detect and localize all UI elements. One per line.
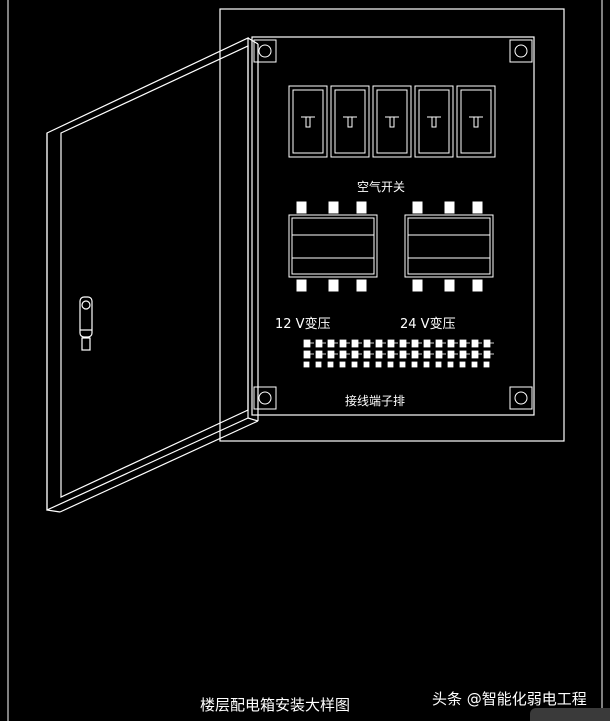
cabinet-enclosure bbox=[219, 8, 565, 442]
terminal-screw bbox=[327, 361, 334, 368]
terminal bbox=[483, 350, 494, 359]
transformer-pin bbox=[444, 201, 455, 214]
terminal-screw bbox=[435, 361, 442, 368]
air-breakers bbox=[288, 85, 496, 158]
terminal bbox=[435, 350, 446, 359]
terminal bbox=[363, 350, 374, 359]
terminal-block bbox=[303, 339, 494, 368]
terminal bbox=[471, 339, 482, 348]
terminal bbox=[327, 350, 338, 359]
terminal-screw bbox=[447, 361, 454, 368]
terminal bbox=[459, 339, 470, 348]
mounting-holes bbox=[253, 39, 533, 410]
transformer-pin bbox=[472, 201, 483, 214]
terminal bbox=[327, 339, 338, 348]
terminal-screw bbox=[303, 361, 310, 368]
terminal-screw bbox=[471, 361, 478, 368]
drawing-frame bbox=[7, 0, 603, 721]
terminal bbox=[447, 339, 458, 348]
terminal-screw bbox=[483, 361, 490, 368]
transformer-pin bbox=[328, 201, 339, 214]
terminal bbox=[351, 339, 362, 348]
air-breaker bbox=[372, 85, 412, 158]
transformer-pin bbox=[472, 279, 483, 292]
transformer-pin bbox=[412, 201, 423, 214]
terminal-screw bbox=[351, 361, 358, 368]
terminal-screw bbox=[423, 361, 430, 368]
terminal bbox=[411, 339, 422, 348]
door-lock-icon bbox=[79, 296, 93, 351]
terminal bbox=[303, 350, 314, 359]
breaker-label: 空气开关 bbox=[357, 180, 406, 194]
terminal bbox=[315, 350, 326, 359]
terminal-screw bbox=[339, 361, 346, 368]
mounting-panel bbox=[251, 36, 535, 416]
air-breaker bbox=[456, 85, 496, 158]
terminal-screw bbox=[315, 361, 322, 368]
terminal bbox=[435, 339, 446, 348]
drawing-title: 楼层配电箱安装大样图 bbox=[200, 696, 351, 714]
terminal bbox=[387, 350, 398, 359]
terminal-label: 接线端子排 bbox=[345, 394, 406, 408]
terminal-screw bbox=[387, 361, 394, 368]
terminal bbox=[399, 350, 410, 359]
terminal bbox=[351, 350, 362, 359]
terminal-screw bbox=[459, 361, 466, 368]
terminal bbox=[339, 350, 350, 359]
terminal-screw bbox=[411, 361, 418, 368]
transformer-pin bbox=[444, 279, 455, 292]
terminal-screw bbox=[399, 361, 406, 368]
transformer-12v bbox=[288, 201, 378, 292]
transformer-pin bbox=[356, 201, 367, 214]
terminal-screw bbox=[375, 361, 382, 368]
mounting-hole-top-left bbox=[253, 39, 277, 63]
transformer-pin bbox=[296, 279, 307, 292]
terminal bbox=[303, 339, 314, 348]
mounting-hole-top-right bbox=[509, 39, 533, 63]
terminal bbox=[387, 339, 398, 348]
terminal bbox=[423, 339, 434, 348]
transformer-pin bbox=[296, 201, 307, 214]
terminal bbox=[363, 339, 374, 348]
mounting-hole-bottom-left bbox=[253, 386, 277, 410]
terminal bbox=[399, 339, 410, 348]
transformer-pin bbox=[412, 279, 423, 292]
terminal bbox=[471, 350, 482, 359]
terminal bbox=[411, 350, 422, 359]
terminal bbox=[375, 350, 386, 359]
air-breaker bbox=[330, 85, 370, 158]
transformer-24v-label: 24 V变压 bbox=[400, 317, 456, 332]
air-breaker bbox=[414, 85, 454, 158]
transformers bbox=[288, 201, 494, 292]
watermark-corner-badge bbox=[530, 708, 610, 721]
terminal bbox=[483, 339, 494, 348]
cabinet-door bbox=[46, 37, 259, 513]
air-breaker bbox=[288, 85, 328, 158]
transformer-pin bbox=[328, 279, 339, 292]
mounting-hole-bottom-right bbox=[509, 386, 533, 410]
terminal bbox=[339, 339, 350, 348]
transformer-24v bbox=[404, 201, 494, 292]
watermark-text: 头条 @智能化弱电工程 bbox=[432, 690, 587, 708]
transformer-pin bbox=[356, 279, 367, 292]
terminal bbox=[315, 339, 326, 348]
door-inner-edge bbox=[60, 45, 249, 498]
transformer-12v-label: 12 V变压 bbox=[275, 317, 331, 332]
terminal-screw bbox=[363, 361, 370, 368]
terminal bbox=[459, 350, 470, 359]
terminal bbox=[375, 339, 386, 348]
terminal bbox=[423, 350, 434, 359]
terminal bbox=[447, 350, 458, 359]
